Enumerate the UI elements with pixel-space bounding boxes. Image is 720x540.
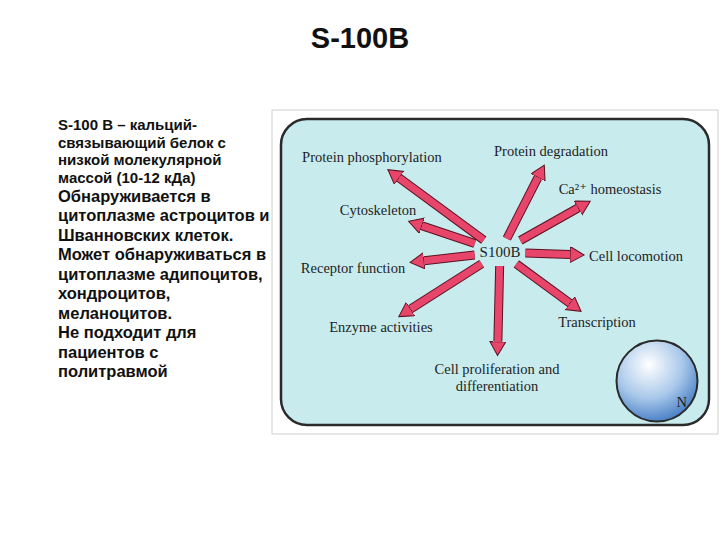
function-label: Cytoskeleton: [340, 202, 417, 219]
description-text: Обнаруживается в цитоплазме астроцитов и…: [58, 187, 270, 245]
node-text: Receptor function: [301, 260, 405, 277]
function-label: Receptor function: [301, 260, 405, 277]
node-text: Protein phosphorylation: [302, 149, 442, 166]
function-label: Ca²⁺ homeostasis: [559, 181, 662, 198]
node-text: Ca²⁺ homeostasis: [559, 181, 662, 198]
node-text: Cytoskeleton: [340, 202, 417, 219]
function-arrow: [411, 264, 482, 309]
function-arrow: [520, 208, 578, 241]
function-arrow: [516, 264, 569, 303]
node-text: Cell proliferation and differentiation: [421, 361, 573, 396]
description-text: Может обнаруживаться в цитоплазме адипоц…: [58, 245, 270, 323]
arrow-outline: [516, 264, 569, 303]
description-column: S-100 B – кальций-связывающий белок с ни…: [58, 116, 270, 381]
description-text: S-100 B – кальций-связывающий белок с ни…: [58, 116, 270, 187]
protein-name: S100B: [480, 243, 521, 261]
nucleus-outline: [615, 339, 699, 423]
arrow-outline: [498, 266, 500, 342]
node-text: Enzyme activities: [329, 319, 432, 336]
arrow-outline: [525, 253, 570, 255]
function-label: Protein phosphorylation: [302, 149, 442, 166]
function-label: Enzyme activities: [329, 319, 432, 336]
node-text: Transcription: [558, 314, 636, 331]
function-arrow: [424, 255, 475, 261]
center-protein: S100B: [480, 243, 521, 261]
slide-title: S-100B: [0, 22, 720, 55]
nucleus-circle-shape: [617, 341, 698, 422]
arrow-outline: [411, 264, 482, 309]
panel-frame: [272, 110, 718, 434]
function-label: Protein degradation: [494, 143, 608, 160]
node-text: Protein degradation: [494, 143, 608, 160]
function-arrow: [498, 266, 500, 342]
node-text: N: [677, 394, 687, 411]
nucleus-circle: N: [615, 339, 699, 423]
function-label: Cell proliferation and differentiation: [421, 361, 573, 396]
cell-panel: [281, 119, 709, 425]
function-arrow: [525, 253, 570, 255]
function-arrow: [422, 226, 475, 244]
arrow-outline: [520, 208, 578, 241]
description-text: Не подходит для пациентов с политравмой: [58, 323, 270, 381]
function-label: Transcription: [558, 314, 636, 331]
arrow-outline: [424, 255, 475, 261]
node-text: Cell locomotion: [589, 248, 683, 265]
function-label: Cell locomotion: [589, 248, 683, 265]
